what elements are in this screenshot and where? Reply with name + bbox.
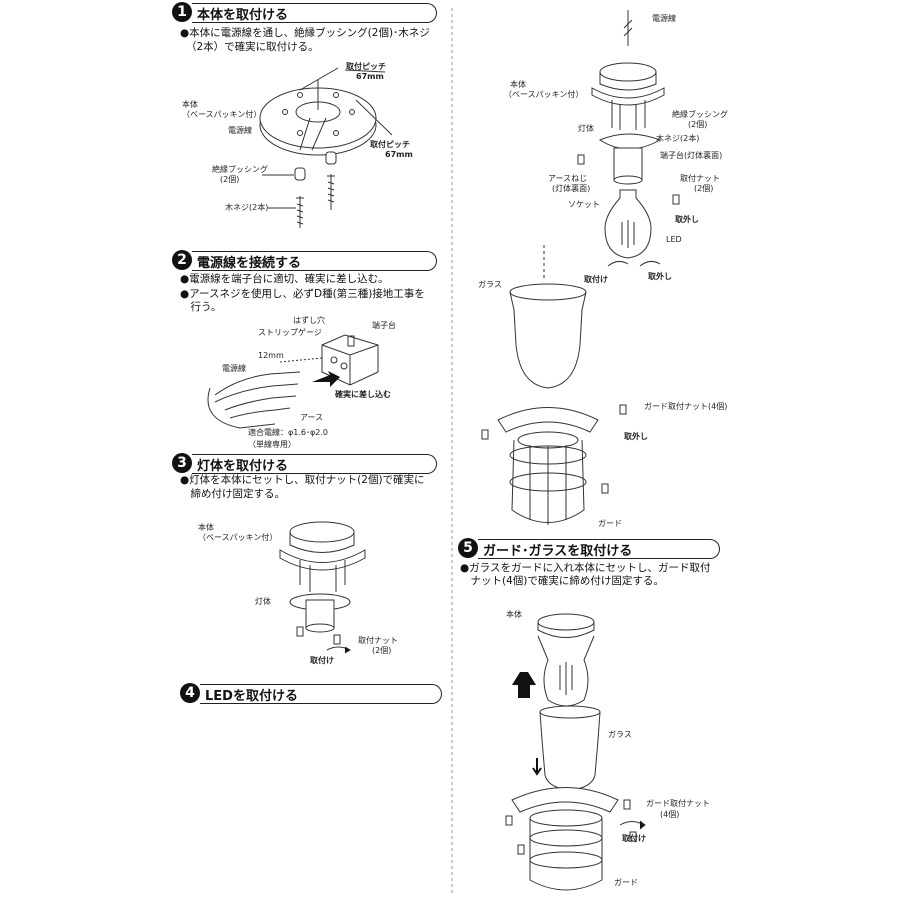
earth-screw-sub: (灯体裏面)	[552, 184, 591, 193]
exploded-body-label: 本体	[510, 80, 526, 89]
step1-body-label: 本体	[182, 100, 198, 109]
step3-text-2: 締め付け固定する。	[180, 488, 285, 500]
remove-label-1: 取外し	[675, 215, 699, 224]
insert-label: 確実に差し込む	[335, 390, 391, 399]
step5-guard-nut-count: (4個)	[660, 810, 680, 819]
remove-label-3: 取外し	[624, 432, 648, 441]
step3-number: 3	[172, 453, 192, 473]
exploded-bushing-count: (2個)	[688, 120, 708, 129]
exploded-guard-label: ガード	[598, 519, 622, 528]
step5-text-1: ●ガラスをガードに入れ本体にセットし、ガード取付	[460, 562, 711, 574]
down-arrow-drawing	[532, 758, 542, 776]
mounting-plate-drawing	[259, 67, 393, 156]
exploded-top-drawing	[577, 10, 680, 267]
exploded-glass-drawing	[509, 245, 587, 389]
release-hole-label: はずし穴	[293, 316, 325, 325]
step2-wire-label: 電源線	[222, 364, 246, 373]
gauge-label: 適合電線：φ1.6･φ2.0	[248, 428, 328, 437]
step4-header: 4 LEDを取付ける	[180, 683, 442, 704]
remove-label-2: 取外し	[648, 272, 672, 281]
step1-header: 1 本体を取付ける	[172, 2, 437, 23]
terminal-block-drawing	[321, 334, 379, 386]
step5-assembly-drawing	[505, 613, 646, 891]
earth-label: アース	[300, 413, 324, 422]
step5-number: 5	[458, 538, 478, 558]
bushing-drawing	[294, 151, 337, 181]
terminal-label: 端子台	[372, 321, 396, 330]
exploded-bushing-label: 絶縁ブッシング	[672, 110, 728, 119]
step3-nut-count: (2個)	[372, 646, 392, 655]
step4-title: LEDを取付ける	[205, 689, 298, 704]
socket-label: ソケット	[568, 200, 600, 209]
exploded-body-sub: （ベースパッキン付）	[504, 90, 584, 99]
step1-number: 1	[172, 2, 192, 22]
exploded-lamp-label: 灯体	[578, 124, 594, 133]
step1-text-2: （2本）で確実に取付ける。	[186, 41, 319, 53]
strip-gauge-label: ストリップゲージ	[258, 328, 322, 337]
step1-text-1: ●本体に電源線を通し、絶縁ブッシング(2個)･木ネジ	[180, 27, 430, 39]
earth-screw-label: アースねじ	[548, 174, 588, 183]
step1-body-sub: （ベースパッキン付）	[182, 110, 262, 119]
gauge-sub-label: （単線専用）	[248, 440, 296, 449]
up-arrow-drawing	[512, 672, 536, 698]
mm12-label: 12mm	[258, 351, 284, 360]
step3-title: 灯体を取付ける	[197, 459, 289, 474]
step5-title: ガード･ガラスを取付ける	[483, 544, 633, 559]
step5-guard-nut-label: ガード取付ナット	[646, 799, 710, 808]
exploded-nut-count: (2個)	[694, 184, 714, 193]
step2-header: 2 電源線を接続する	[172, 250, 437, 271]
led-label: LED	[666, 235, 682, 244]
exploded-terminal-label: 端子台(灯体裏面)	[660, 151, 723, 160]
step5-header: 5 ガード･ガラスを取付ける	[458, 538, 720, 559]
exploded-nut-label: 取付ナット	[680, 174, 720, 183]
step2-text-1: ●電源線を端子台に適切、確実に差し込む。	[180, 273, 389, 285]
step4-number: 4	[180, 683, 200, 703]
step5-body-label: 本体	[506, 610, 522, 619]
step1-wire-label: 電源線	[228, 126, 252, 135]
step3-body-label: 本体	[198, 523, 214, 532]
step1-bushing-label: 絶縁ブッシング	[212, 165, 268, 174]
step3-body-drawing	[279, 521, 366, 654]
step2-text-3: 行う。	[180, 301, 222, 313]
step2-text-2: ●アースネジを使用し、必ずD種(第三種)接地工事を	[180, 288, 425, 300]
exploded-attach-label: 取付け	[584, 275, 608, 284]
step1-title: 本体を取付ける	[197, 8, 289, 23]
step5-attach-label: 取付け	[622, 834, 646, 843]
step5-glass-label: ガラス	[608, 730, 632, 739]
step1-bushing-count: (2個)	[220, 175, 240, 184]
step3-nut-label: 取付ナット	[358, 636, 398, 645]
step3-lamp-label: 灯体	[255, 597, 271, 606]
insert-arrow-drawing	[312, 371, 340, 387]
step5-text-2: ナット(4個)で確実に締め付け固定する。	[460, 575, 664, 587]
step5-guard-label: ガード	[614, 878, 638, 887]
pitch-right-label: 取付ピッチ	[370, 140, 410, 149]
step3-header: 3 灯体を取付ける	[172, 453, 437, 474]
hand-wire-drawing	[207, 357, 323, 429]
exploded-screw-label: 木ネジ(2本)	[656, 134, 700, 143]
step1-screw-label: 木ネジ(2本)	[225, 203, 269, 212]
step3-attach-label: 取付け	[310, 656, 334, 665]
pitch-top-label: 取付ピッチ	[346, 62, 386, 71]
pitch-right-value: 67mm	[385, 150, 413, 159]
exploded-guard-nut-label: ガード取付ナット(4個)	[644, 402, 728, 411]
wood-screw-drawing	[262, 174, 335, 228]
exploded-guard-drawing	[481, 404, 627, 525]
exploded-wire-label: 電源線	[652, 14, 676, 23]
exploded-glass-label: ガラス	[478, 280, 502, 289]
step3-body-sub: （ベースパッキン付）	[198, 533, 278, 542]
step2-number: 2	[172, 250, 192, 270]
step3-text-1: ●灯体を本体にセットし、取付ナット(2個)で確実に	[180, 474, 425, 486]
pitch-top-value: 67mm	[356, 72, 384, 81]
step2-title: 電源線を接続する	[197, 256, 302, 271]
